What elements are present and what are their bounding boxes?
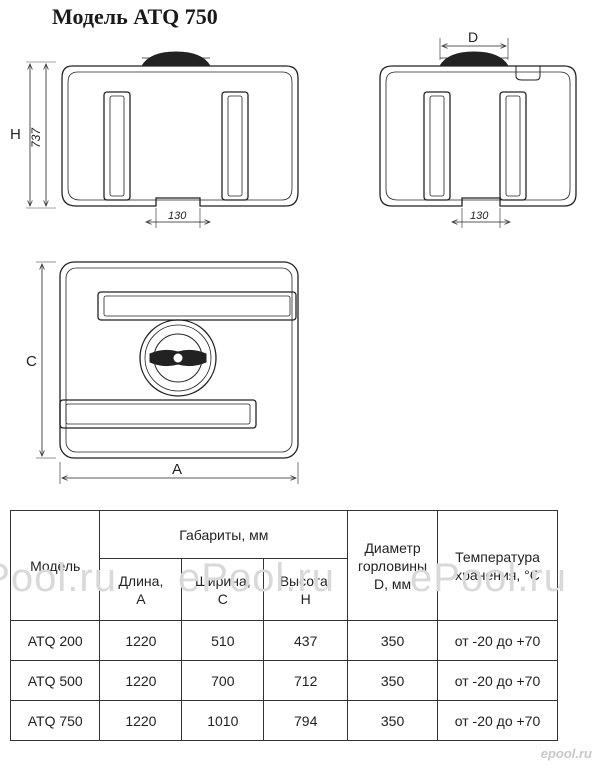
table-row: ATQ 200 1220 510 437 350 от -20 до +70 — [9, 620, 558, 661]
specs-table: Модель Габариты, мм Диаметр горловины D,… — [9, 510, 558, 741]
header-gabarity: Габариты, мм — [99, 510, 349, 559]
cell-length: 1220 — [99, 660, 183, 701]
technical-drawing: H 737 130 D 130 — [10, 29, 577, 484]
cell-temp: от -20 до +70 — [437, 660, 558, 701]
header-height: Высота, Н — [263, 558, 349, 621]
top-lid-outer — [139, 319, 217, 397]
watermark-logo: epool.ru — [540, 746, 592, 761]
side-view — [379, 38, 577, 228]
side-fitting — [515, 66, 541, 81]
header-diameter: Диаметр горловины D, мм — [347, 510, 438, 621]
cell-diameter: 350 — [347, 660, 438, 701]
drawing-title: Модель ATQ 750 — [52, 4, 218, 29]
top-tank-outline — [59, 261, 299, 459]
dim-h-letter: H — [10, 126, 21, 143]
header-width: Ширина, С — [181, 558, 265, 621]
cell-height: 794 — [263, 700, 349, 741]
dim-leg-front: 130 — [168, 210, 187, 222]
top-bar-upper — [97, 291, 297, 321]
cell-model: ATQ 750 — [9, 700, 101, 741]
cell-temp: от -20 до +70 — [437, 620, 558, 661]
cell-length: 1220 — [99, 700, 183, 741]
cell-width: 510 — [181, 620, 265, 661]
top-bar-lower — [59, 399, 257, 429]
cell-width: 700 — [181, 660, 265, 701]
side-rib-right — [499, 91, 527, 201]
dim-c-letter: C — [26, 353, 37, 370]
dim-leg-side: 130 — [470, 210, 489, 222]
front-rib-right — [221, 91, 249, 201]
table-row: ATQ 750 1220 1010 794 350 от -20 до +70 — [9, 700, 558, 741]
cell-model: ATQ 200 — [9, 620, 101, 661]
front-view — [26, 51, 299, 228]
header-model: Модель — [9, 510, 101, 621]
front-rib-left — [103, 91, 131, 201]
table-row: ATQ 500 1220 700 712 350 от -20 до +70 — [9, 660, 558, 701]
cell-diameter: 350 — [347, 700, 438, 741]
dim-h-value: 737 — [29, 127, 43, 148]
header-length: Длина, А — [99, 558, 183, 621]
side-rib-left — [423, 91, 451, 201]
side-tank-inner — [385, 71, 571, 201]
cell-diameter: 350 — [347, 620, 438, 661]
side-lid — [439, 51, 509, 67]
top-view — [36, 261, 299, 484]
cell-height: 712 — [263, 660, 349, 701]
cell-width: 1010 — [181, 700, 265, 741]
cell-temp: от -20 до +70 — [437, 700, 558, 741]
dim-a-letter: A — [172, 461, 182, 478]
cell-model: ATQ 500 — [9, 660, 101, 701]
header-temp: Температура хранения, °C — [437, 510, 558, 621]
front-lid — [141, 51, 211, 67]
cell-length: 1220 — [99, 620, 183, 661]
front-tank-body — [61, 65, 299, 207]
front-tank-inner — [67, 71, 293, 201]
cell-height: 437 — [263, 620, 349, 661]
dim-d-letter: D — [468, 29, 478, 45]
side-tank-body — [379, 65, 577, 207]
